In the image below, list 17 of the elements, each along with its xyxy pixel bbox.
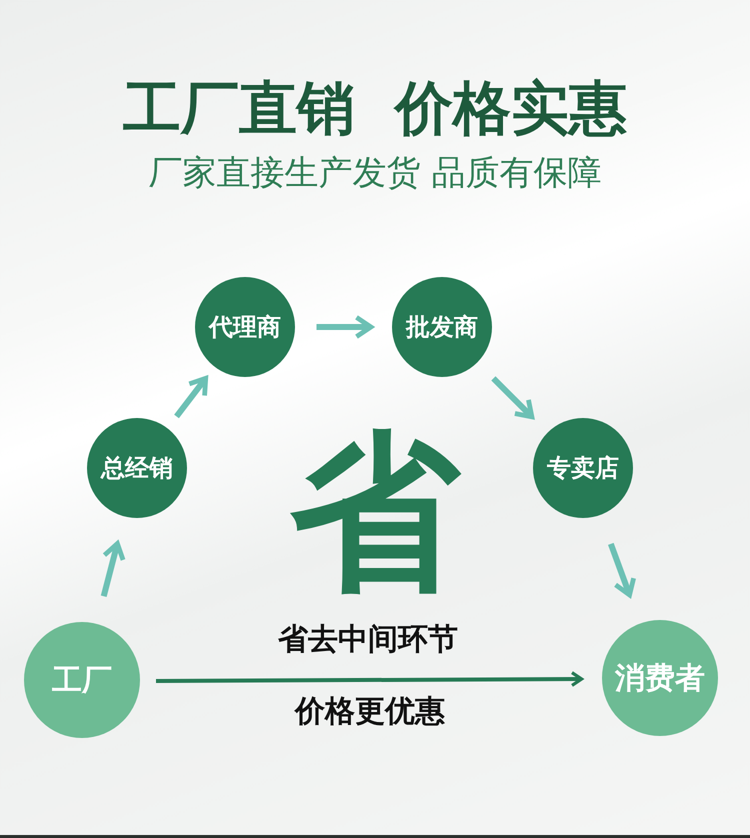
note-text: 价格更优惠 [293,695,446,728]
title: 工厂直销 价格实惠 [122,73,628,144]
arrow [156,671,584,688]
arrow [316,315,374,339]
node-label: 代理商 [209,312,281,343]
edge-label: 省去中间环节 [277,621,459,659]
node-label: 总经销 [101,453,173,484]
node-label: 工厂 [52,662,112,700]
subtitle: 厂家直接生产发货 品质有保障 [148,152,602,195]
arrow [174,376,208,418]
node-label: 批发商 [406,312,478,343]
arrow [491,376,534,420]
big-character: 省 [289,420,462,607]
arrow [608,542,636,598]
arrow [100,541,126,598]
node-label: 消费者 [615,660,705,698]
node-label: 专卖店 [547,453,619,484]
